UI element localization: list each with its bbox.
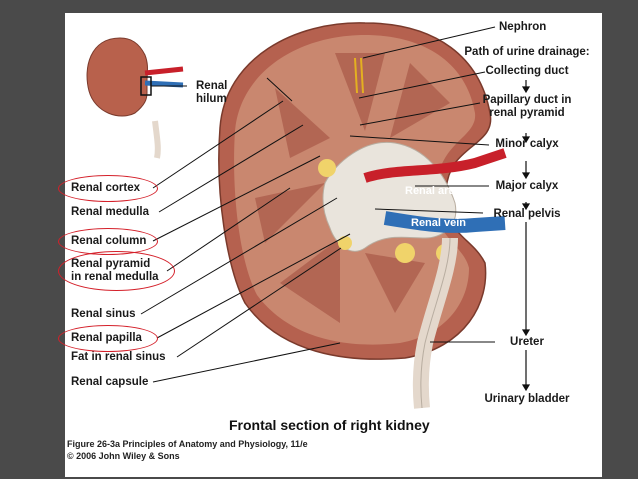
label-renal-hilum: Renal hilum	[196, 80, 228, 105]
copyright-credit: © 2006 John Wiley & Sons	[67, 451, 180, 461]
inset-kidney	[86, 37, 187, 159]
label-renal-pelvis: Renal pelvis	[493, 208, 561, 220]
right-leader-lines	[349, 26, 496, 343]
label-collecting-duct: Collecting duct	[485, 65, 569, 77]
label-renal-medulla: Renal medulla	[71, 206, 149, 218]
label-papillary-duct: Papillary duct in	[482, 94, 572, 106]
label-renal-sinus: Renal sinus	[71, 308, 136, 320]
label-urinary-bladder: Urinary bladder	[484, 393, 570, 405]
drainage-flow-arrows	[521, 80, 531, 392]
label-papillary-duct-renal-pyramid: renal pyramid	[489, 107, 565, 119]
highlight-circle-renal-papilla	[58, 325, 158, 352]
label-renal-artery: Renal artery	[405, 185, 469, 197]
highlight-circle-renal-pyramid	[58, 251, 175, 291]
label-ureter: Ureter	[510, 336, 544, 348]
left-leader-lines	[140, 77, 351, 383]
label-major-calyx: Major calyx	[495, 180, 559, 192]
label-renal-capsule: Renal capsule	[71, 376, 149, 388]
figure-credit: Figure 26-3a Principles of Anatomy and P…	[67, 439, 308, 449]
label-minor-calyx: Minor calyx	[495, 138, 559, 150]
highlight-circle-renal-cortex	[58, 175, 158, 202]
kidney-diagram	[86, 22, 531, 409]
figure-caption: Frontal section of right kidney	[229, 417, 430, 433]
label-renal-vein: Renal vein	[411, 217, 467, 229]
label-path-of-urine-drainage: Path of urine drainage:	[464, 46, 590, 58]
label-nephron: Nephron	[499, 21, 547, 33]
label-fat-in-renal-sinus: Fat in renal sinus	[71, 351, 166, 363]
slide-canvas: Renal hilum Renal cortex Renal medulla R…	[58, 13, 602, 477]
main-kidney	[218, 22, 507, 409]
